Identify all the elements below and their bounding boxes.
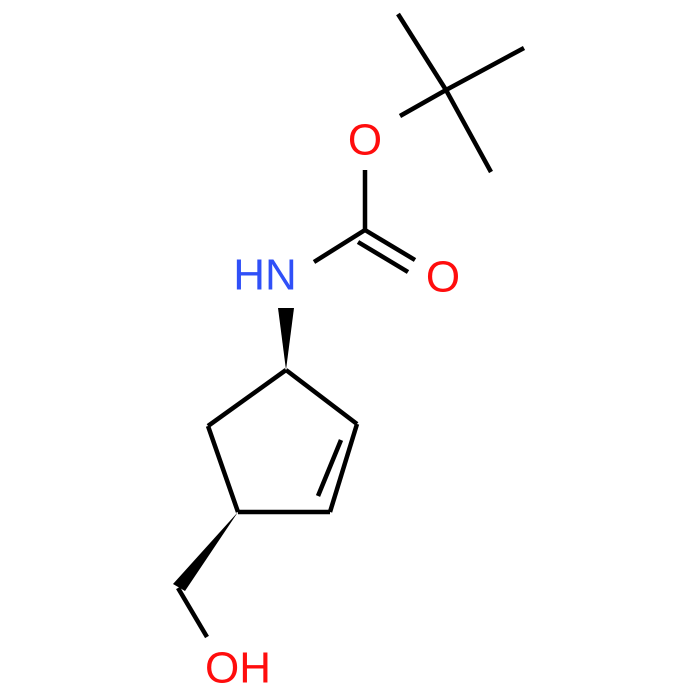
bond-carbonyl-double-1 xyxy=(363,228,417,262)
bond-ring-c1-c2 xyxy=(284,368,359,426)
bond-carbonyl-nitrogen xyxy=(312,228,367,264)
nitrogen-label: HN xyxy=(233,251,297,300)
bond-methylene-hydroxyl xyxy=(176,586,209,639)
bond-tbu-methyl-right xyxy=(444,46,526,92)
carbonyl-oxygen-label: O xyxy=(426,253,460,302)
bond-carbonyl-double-2 xyxy=(356,240,410,274)
bond-tbu-ester-oxygen xyxy=(398,88,448,118)
wedge-bond-nitrogen-ring xyxy=(278,308,294,370)
bond-tbu-methyl-bottom xyxy=(444,88,493,174)
bond-ring-c5-c1 xyxy=(206,368,288,428)
bond-ring-c2-c3 xyxy=(327,423,360,513)
ester-oxygen-label: O xyxy=(348,116,382,165)
bond-ring-c2-c3-inner xyxy=(315,439,344,497)
hydroxyl-label: OH xyxy=(205,644,271,693)
bond-tbu-methyl-top xyxy=(396,12,448,92)
wedge-bond-ring-hydroxymethyl xyxy=(173,512,238,591)
bond-ring-c4-c5 xyxy=(205,425,241,513)
